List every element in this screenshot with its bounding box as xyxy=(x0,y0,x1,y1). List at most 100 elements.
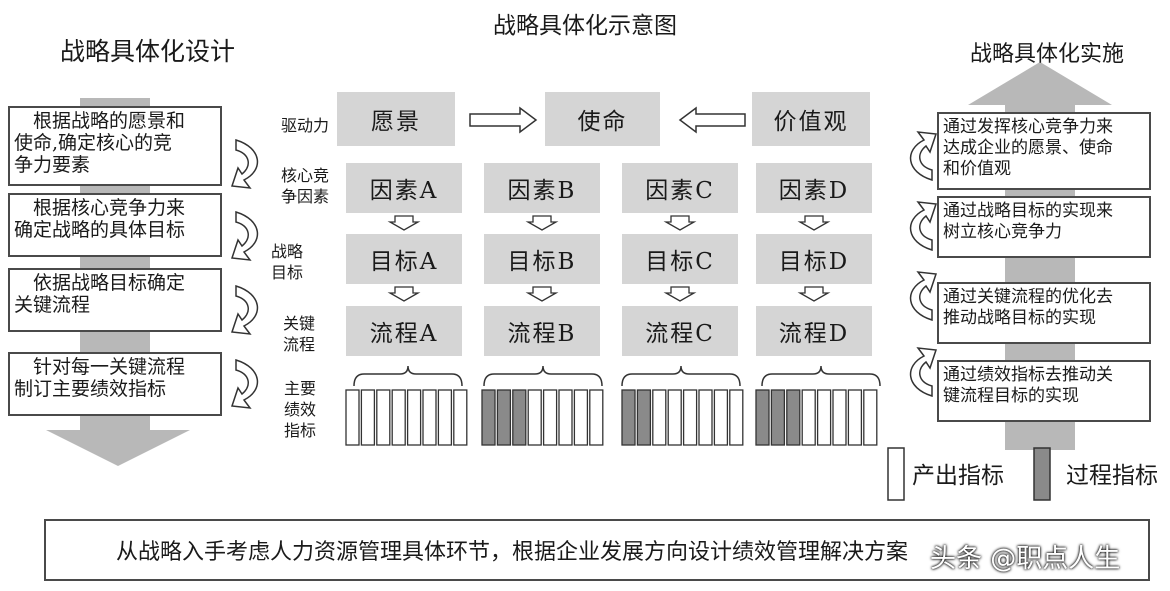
kpi-bar xyxy=(360,389,376,446)
row-label-kpi: 主要 绩效 指标 xyxy=(275,378,325,441)
right-step-2: 通过战略目标的实现来 树立核心竞争力 xyxy=(937,196,1151,258)
row-label-process-line2: 流程 xyxy=(282,335,315,354)
right-step-3-line1: 通过关键流程的优化去 xyxy=(943,287,1113,307)
legend-output-bar xyxy=(887,447,905,501)
left-step-1-line2: 使命,确定核心的竞 xyxy=(14,132,173,154)
driver-vision: 愿景 xyxy=(337,92,455,146)
kpi-bar xyxy=(801,389,816,446)
kpi-bar xyxy=(755,389,770,446)
kpi-bar xyxy=(496,389,512,446)
brace-icon xyxy=(761,365,881,387)
down-arrow-icon xyxy=(797,286,831,302)
row-label-process-line1: 关键 xyxy=(282,314,315,333)
kpi-bar xyxy=(453,389,468,446)
process-box: 流程B xyxy=(484,306,600,356)
right-curved-arrows xyxy=(909,131,938,398)
left-step-3: 依据战略目标确定 关键流程 xyxy=(8,268,222,332)
down-arrow-icon xyxy=(525,286,559,302)
kpi-bar xyxy=(573,389,589,446)
row-label-core-line2: 争因素 xyxy=(280,187,329,206)
right-step-2-line1: 通过战略目标的实现来 xyxy=(943,201,1113,221)
legend-process-bar xyxy=(1033,447,1051,501)
left-step-3-line1: 依据战略目标确定 xyxy=(14,272,186,294)
right-step-1: 通过发挥核心竞争力来 达成企业的愿景、使命 和价值观 xyxy=(937,112,1151,190)
page-title: 战略具体化示意图 xyxy=(493,13,677,39)
right-step-4-line2: 键流程目标的实现 xyxy=(943,386,1079,406)
process-box: 流程D xyxy=(756,306,872,356)
brace-icon xyxy=(483,365,603,387)
goal-box: 目标C xyxy=(622,234,738,284)
left-step-1: 根据战略的愿景和 使命,确定核心的竞 争力要素 xyxy=(8,106,222,186)
row-label-core-line1: 核心竞 xyxy=(280,166,329,185)
right-step-2-line2: 树立核心竞争力 xyxy=(943,222,1062,242)
left-step-2-line2: 确定战略的具体目标 xyxy=(14,219,186,241)
row-label-kpi-line1: 主要 xyxy=(283,379,316,398)
row-label-goal-line1: 战略 xyxy=(270,242,303,261)
left-step-2: 根据核心竞争力来 确定战略的具体目标 xyxy=(8,193,222,257)
down-arrow-icon xyxy=(797,215,831,231)
left-step-4-line2: 制订主要绩效指标 xyxy=(14,378,167,400)
bottom-summary: 从战略入手考虑人力资源管理具体环节，根据企业发展方向设计绩效管理解决方案 xyxy=(44,519,1150,581)
kpi-bar xyxy=(847,389,863,446)
legend-output-label: 产出指标 xyxy=(912,463,1004,489)
kpi-bar xyxy=(558,389,573,446)
kpi-bar xyxy=(345,389,360,446)
goal-box: 目标B xyxy=(484,234,600,284)
down-arrow-icon xyxy=(387,215,421,231)
kpi-bar xyxy=(786,389,801,446)
kpi-bar xyxy=(770,389,786,446)
driver-values: 价值观 xyxy=(752,92,870,146)
right-step-3: 通过关键流程的优化去 推动战略目标的实现 xyxy=(937,282,1151,344)
arrow-left-icon xyxy=(678,106,746,134)
kpi-bar xyxy=(729,389,744,446)
process-box: 流程A xyxy=(346,306,462,356)
kpi-bar xyxy=(698,389,713,446)
row-label-core: 核心竞 争因素 xyxy=(270,165,340,207)
kpi-bar xyxy=(863,389,878,446)
kpi-bar xyxy=(406,389,422,446)
kpi-bar xyxy=(481,389,496,446)
row-label-goal-line2: 目标 xyxy=(270,263,303,282)
row-label-driver: 驱动力 xyxy=(280,116,329,135)
process-box: 流程C xyxy=(622,306,738,356)
left-step-4-line1: 针对每一关键流程 xyxy=(14,356,186,378)
kpi-bar xyxy=(391,389,406,446)
factor-box: 因素B xyxy=(484,163,600,213)
kpi-bar xyxy=(682,389,698,446)
kpi-bar xyxy=(527,389,542,446)
right-step-3-line2: 推动战略目标的实现 xyxy=(943,308,1096,328)
kpi-bar xyxy=(652,389,667,446)
kpi-bars xyxy=(345,389,878,446)
brace-icon xyxy=(621,365,741,387)
kpi-bar xyxy=(832,389,847,446)
goal-box: 目标A xyxy=(346,234,462,284)
kpi-bar xyxy=(636,389,652,446)
factor-box: 因素A xyxy=(346,163,462,213)
driver-mission: 使命 xyxy=(545,92,660,146)
goal-box: 目标D xyxy=(756,234,872,284)
kpi-bar xyxy=(437,389,453,446)
left-step-4: 针对每一关键流程 制订主要绩效指标 xyxy=(8,352,222,416)
left-curved-arrows xyxy=(230,138,259,409)
kpi-bar xyxy=(816,389,832,446)
row-label-kpi-line2: 绩效 xyxy=(283,400,316,419)
down-arrows xyxy=(387,215,831,302)
legend-process-label: 过程指标 xyxy=(1066,463,1158,489)
braces xyxy=(353,365,881,387)
right-heading: 战略具体化实施 xyxy=(970,42,1125,67)
kpi-bar xyxy=(376,389,391,446)
down-arrow-icon xyxy=(663,286,697,302)
right-step-4: 通过绩效指标去推动关 键流程目标的实现 xyxy=(937,360,1151,422)
left-heading: 战略具体化设计 xyxy=(60,37,236,66)
kpi-bar xyxy=(621,389,636,446)
right-step-1-line1: 通过发挥核心竞争力来 xyxy=(943,117,1113,137)
right-step-1-line2: 达成企业的愿景、使命 xyxy=(943,138,1113,158)
kpi-bar xyxy=(713,389,729,446)
left-step-1-line1: 根据战略的愿景和 xyxy=(14,110,186,132)
down-arrow-icon xyxy=(663,215,697,231)
row-label-goal: 战略 目标 xyxy=(262,241,312,283)
kpi-bar xyxy=(422,389,437,446)
row-label-process: 关键 流程 xyxy=(274,313,324,355)
down-arrow-icon xyxy=(387,286,421,302)
right-step-4-line1: 通过绩效指标去推动关 xyxy=(943,365,1113,385)
